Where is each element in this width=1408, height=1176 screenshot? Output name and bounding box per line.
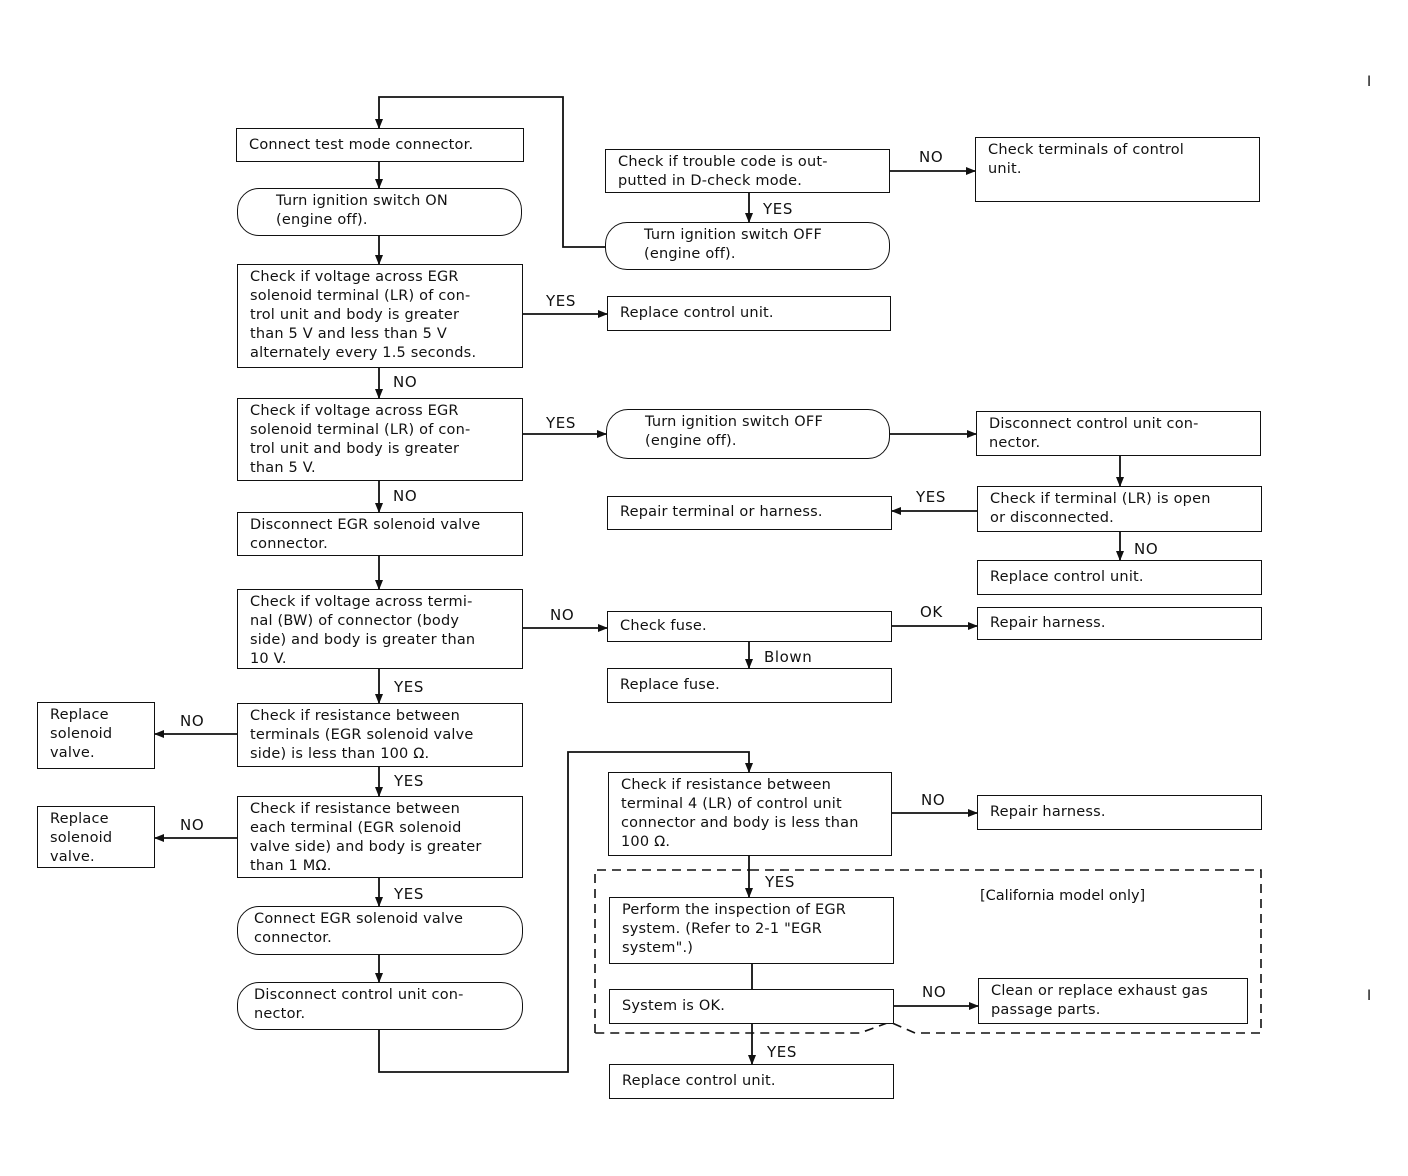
check-lr-open-box: Check if terminal (LR) is open or discon… (977, 486, 1262, 532)
check-fuse-box: Check fuse. (607, 611, 892, 642)
label-no: NO (919, 148, 944, 166)
label-yes: YES (394, 678, 424, 696)
label-yes: YES (546, 414, 576, 432)
label-yes: YES (765, 873, 795, 891)
connect-egr-valve-box: Connect EGR solenoid valve connector. (237, 906, 523, 955)
disconnect-control-unit-right-box: Disconnect control unit con- nector. (976, 411, 1261, 456)
check-terminals-control-unit-box: Check terminals of control unit. (975, 137, 1260, 202)
label-no: NO (393, 487, 418, 505)
clean-replace-exhaust-box: Clean or replace exhaust gas passage par… (978, 978, 1248, 1024)
label-no: NO (922, 983, 947, 1001)
check-alternating-voltage-box: Check if voltage across EGR solenoid ter… (237, 264, 523, 368)
replace-solenoid-valve-1-box: Replace solenoid valve. (37, 702, 155, 769)
perform-egr-inspection-box: Perform the inspection of EGR system. (R… (609, 897, 894, 964)
check-trouble-code-box: Check if trouble code is out- putted in … (605, 149, 890, 193)
margin-mark: I (1367, 988, 1372, 1004)
system-ok-box: System is OK. (609, 989, 894, 1024)
disconnect-egr-valve-box: Disconnect EGR solenoid valve connector. (237, 512, 523, 556)
repair-harness-1-box: Repair harness. (977, 607, 1262, 640)
ignition-off-1-box: Turn ignition switch OFF (engine off). (605, 222, 890, 270)
ignition-on-box: Turn ignition switch ON (engine off). (237, 188, 522, 236)
check-greater-5v-box: Check if voltage across EGR solenoid ter… (237, 398, 523, 481)
check-res-100-box: Check if resistance between terminals (E… (237, 703, 523, 767)
california-note: [California model only] (980, 888, 1146, 904)
replace-control-unit-3-box: Replace control unit. (609, 1064, 894, 1099)
disconnect-control-unit-left-box: Disconnect control unit con- nector. (237, 982, 523, 1030)
label-no: NO (550, 606, 575, 624)
repair-harness-2-box: Repair harness. (977, 795, 1262, 830)
label-no: NO (393, 373, 418, 391)
label-blown: Blown (764, 648, 813, 666)
replace-control-unit-1-box: Replace control unit. (607, 296, 891, 331)
label-yes: YES (394, 885, 424, 903)
replace-control-unit-2-box: Replace control unit. (977, 560, 1262, 595)
label-yes: YES (546, 292, 576, 310)
check-bw-10v-box: Check if voltage across termi- nal (BW) … (237, 589, 523, 669)
california-region (594, 869, 1262, 1034)
label-no: NO (180, 712, 205, 730)
loop-back-line (375, 96, 606, 248)
label-no: NO (921, 791, 946, 809)
check-res-1m-box: Check if resistance between each termina… (237, 796, 523, 878)
link-to-res-term4 (378, 751, 753, 1073)
label-ok: OK (920, 603, 943, 621)
label-yes: YES (767, 1043, 797, 1061)
label-yes: YES (916, 488, 946, 506)
replace-fuse-box: Replace fuse. (607, 668, 892, 703)
connect-test-mode-box: Connect test mode connector. (236, 128, 524, 162)
label-no: NO (180, 816, 205, 834)
label-yes: YES (763, 200, 793, 218)
repair-terminal-harness-box: Repair terminal or harness. (607, 496, 892, 530)
replace-solenoid-valve-2-box: Replace solenoid valve. (37, 806, 155, 868)
margin-mark: I (1367, 74, 1372, 90)
label-yes: YES (394, 772, 424, 790)
label-no: NO (1134, 540, 1159, 558)
check-res-term4-box: Check if resistance between terminal 4 (… (608, 772, 892, 856)
ignition-off-2-box: Turn ignition switch OFF (engine off). (606, 409, 890, 459)
